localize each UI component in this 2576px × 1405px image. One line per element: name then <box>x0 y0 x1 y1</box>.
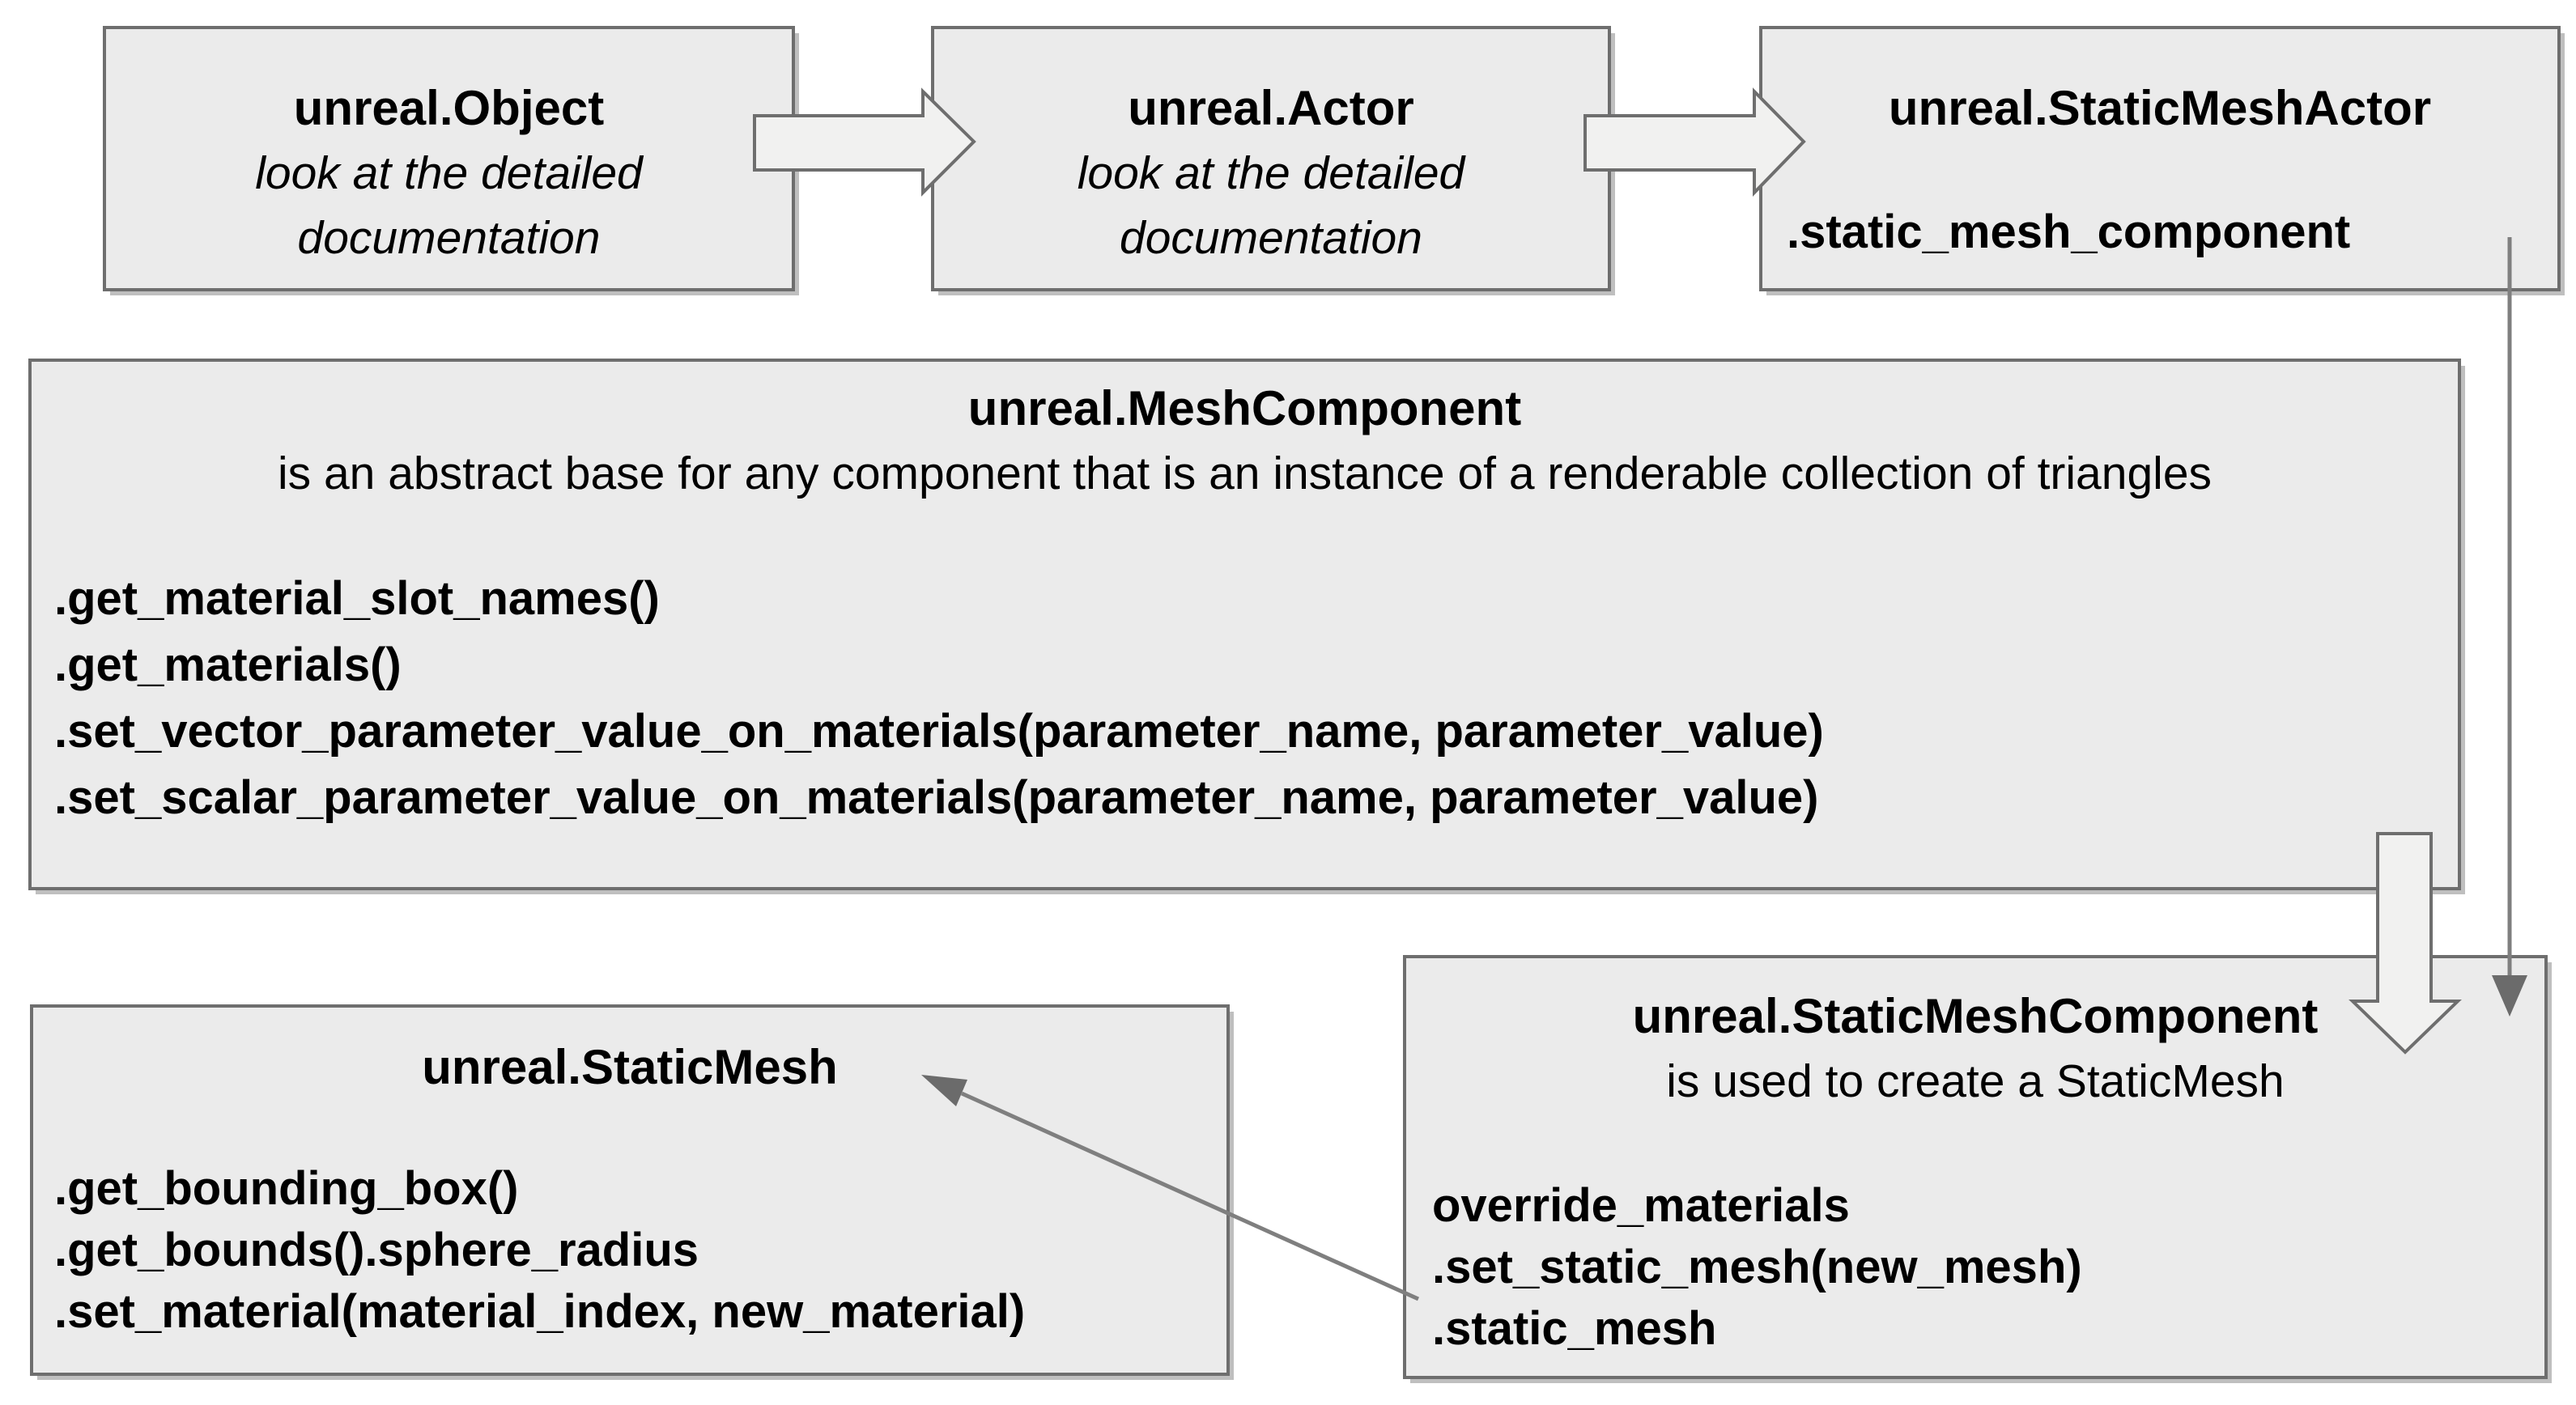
spacer <box>1406 1114 2544 1175</box>
box-title: unreal.StaticMesh <box>422 1040 838 1094</box>
box-title: unreal.Actor <box>1128 81 1414 135</box>
box-note-line2: documentation <box>1120 212 1422 264</box>
member-static-mesh-component: .static_mesh_component <box>1787 206 2351 258</box>
box-title: unreal.StaticMeshComponent <box>1632 989 2319 1043</box>
box-unreal-static-mesh-actor: unreal.StaticMeshActor .static_mesh_comp… <box>1759 26 2561 291</box>
box-unreal-object: unreal.Object look at the detailed docum… <box>103 26 795 291</box>
box-title: unreal.Object <box>293 81 605 135</box>
box-note-line1: look at the detailed <box>1077 147 1465 199</box>
box-unreal-static-mesh: unreal.StaticMesh .get_bounding_box() .g… <box>30 1004 1230 1376</box>
member-static-mesh: .static_mesh <box>1432 1302 1717 1355</box>
method-get-bounding-box: .get_bounding_box() <box>54 1162 519 1215</box>
box-description: is an abstract base for any component th… <box>277 448 2213 499</box>
box-note-line2: documentation <box>297 212 601 264</box>
box-unreal-mesh-component: unreal.MeshComponent is an abstract base… <box>28 359 2461 890</box>
method-set-vector-parameter-value-on-materials: .set_vector_parameter_value_on_materials… <box>54 705 1824 758</box>
box-note-line1: look at the detailed <box>255 147 643 199</box>
spacer <box>32 506 2458 566</box>
box-title: unreal.MeshComponent <box>967 381 1522 435</box>
method-get-material-slot-names: .get_material_slot_names() <box>54 572 660 625</box>
method-set-material: .set_material(material_index, new_materi… <box>54 1285 1026 1338</box>
box-description: is used to create a StaticMesh <box>1666 1055 2285 1107</box>
box-unreal-static-mesh-component: unreal.StaticMeshComponent is used to cr… <box>1403 955 2548 1379</box>
method-get-bounds-sphere-radius: .get_bounds().sphere_radius <box>54 1224 699 1276</box>
method-set-static-mesh: .set_static_mesh(new_mesh) <box>1432 1241 2082 1293</box>
spacer <box>33 1100 1226 1158</box>
box-title: unreal.StaticMeshActor <box>1888 81 2432 135</box>
box-unreal-actor: unreal.Actor look at the detailed docume… <box>931 26 1611 291</box>
member-override-materials: override_materials <box>1432 1179 1850 1232</box>
method-set-scalar-parameter-value-on-materials: .set_scalar_parameter_value_on_materials… <box>54 771 1819 824</box>
spacer <box>1762 141 2557 199</box>
method-get-materials: .get_materials() <box>54 639 402 691</box>
